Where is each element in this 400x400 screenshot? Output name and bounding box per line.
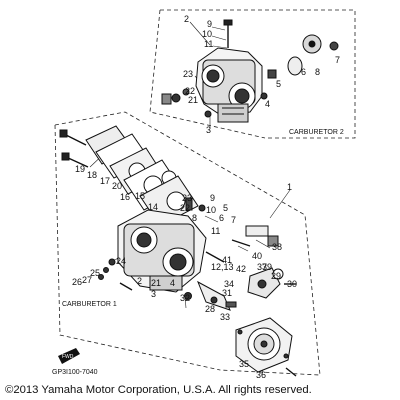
part-number: 19 bbox=[75, 164, 85, 174]
part-number: 12,13 bbox=[211, 262, 234, 272]
part-number: 41 bbox=[222, 255, 232, 265]
part-number: 16 bbox=[120, 192, 130, 202]
gasket-stack bbox=[59, 125, 199, 227]
part-number: 23 bbox=[183, 69, 193, 79]
part-number: 15 bbox=[135, 191, 145, 201]
part-number: 22 bbox=[185, 86, 195, 96]
part-number: 6 bbox=[301, 67, 306, 77]
carburetor-1-label: CARBURETOR 1 bbox=[62, 301, 117, 308]
part-number: 3 bbox=[151, 289, 156, 299]
copyright-notice: ©2013 Yamaha Motor Corporation, U.S.A. A… bbox=[5, 384, 312, 396]
part-number: 2 bbox=[137, 276, 142, 286]
part-number: 20 bbox=[112, 181, 122, 191]
part-number: 9 bbox=[207, 19, 212, 29]
part-number: 14 bbox=[148, 202, 158, 212]
part-number: 18 bbox=[87, 170, 97, 180]
part-number: 10 bbox=[206, 205, 216, 215]
part-number: 32 bbox=[180, 293, 190, 303]
part-number: 35 bbox=[239, 359, 249, 369]
part-number: 9 bbox=[210, 193, 215, 203]
part-number: 11 bbox=[211, 226, 220, 236]
part-number: 21 bbox=[188, 95, 198, 105]
part-number: 4 bbox=[265, 99, 270, 109]
part-number: 27 bbox=[82, 275, 92, 285]
part-number: 5 bbox=[223, 203, 228, 213]
part-number: 28 bbox=[205, 304, 215, 314]
part-number: 10 bbox=[202, 29, 212, 39]
part-number: 3 bbox=[206, 125, 211, 135]
part-number: 7 bbox=[231, 215, 236, 225]
part-number: 11 bbox=[204, 39, 213, 49]
part-number: 6 bbox=[219, 213, 224, 223]
pump-cover-assembly bbox=[235, 317, 297, 377]
carburetor-1-assembly bbox=[98, 197, 279, 311]
part-number: 26 bbox=[72, 277, 82, 287]
part-number: 30 bbox=[287, 279, 297, 289]
part-number: 36 bbox=[256, 370, 266, 380]
part-number: 8 bbox=[192, 213, 197, 223]
carburetor-2-label: CARBURETOR 2 bbox=[289, 129, 344, 136]
fwd-label: FWD bbox=[62, 354, 74, 360]
carburetor-2-box bbox=[149, 9, 356, 139]
part-number-callouts: 2 1 9 10 11 8 6 7 5 23 22 21 4 3 19 18 1… bbox=[72, 14, 340, 380]
part-number: 8 bbox=[315, 67, 320, 77]
part-number: 1 bbox=[287, 182, 292, 192]
fwd-arrow-icon: FWD bbox=[58, 348, 80, 364]
part-number: 17 bbox=[100, 176, 110, 186]
part-number: 39 bbox=[262, 262, 272, 272]
part-number: 25 bbox=[90, 268, 100, 278]
part-number: 34 bbox=[224, 279, 234, 289]
part-number: 7 bbox=[335, 55, 340, 65]
part-number: 23 bbox=[182, 193, 192, 203]
part-number: 22 bbox=[180, 203, 190, 213]
diagram-code: GP3I100-7040 bbox=[52, 369, 98, 376]
part-number: 2 bbox=[184, 14, 189, 24]
throttle-lever-assembly bbox=[247, 267, 296, 299]
part-number: 38 bbox=[272, 242, 282, 252]
part-number: 40 bbox=[252, 251, 262, 261]
carburetor-1-box bbox=[54, 111, 321, 376]
part-number: 37 bbox=[257, 262, 267, 272]
part-number: 4 bbox=[170, 278, 175, 288]
part-number: 29 bbox=[271, 271, 281, 281]
part-number: 33 bbox=[220, 312, 230, 322]
carburetor-2-assembly bbox=[161, 19, 339, 123]
part-number: 42 bbox=[236, 264, 246, 274]
part-number: 5 bbox=[276, 79, 281, 89]
part-number: 31 bbox=[222, 288, 232, 298]
part-number: 21 bbox=[151, 278, 161, 288]
part-number: 24 bbox=[116, 256, 126, 266]
